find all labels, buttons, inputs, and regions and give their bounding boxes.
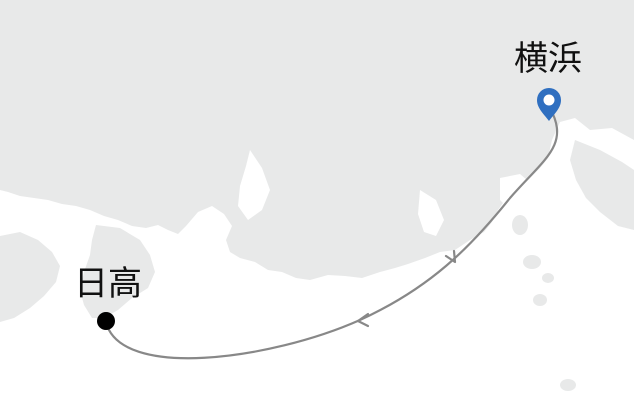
- island-5: [560, 379, 576, 391]
- destination-label: 横浜: [514, 39, 582, 79]
- chevron-arrow-icon: [444, 249, 457, 264]
- bay-suruga: [418, 190, 444, 236]
- land-layer: [0, 0, 634, 391]
- landmass-boso: [570, 140, 634, 230]
- sea-inlets: [0, 150, 534, 246]
- bay-sagami: [500, 174, 534, 212]
- chevron-arrow-icon: [356, 312, 370, 328]
- black-dot-icon[interactable]: [97, 312, 115, 330]
- route-line: [104, 107, 559, 360]
- map-pin-icon[interactable]: [537, 88, 561, 121]
- origin-label: 日高: [74, 264, 142, 304]
- landmass-peninsula: [80, 225, 155, 318]
- island-4: [533, 294, 547, 306]
- bay-west: [0, 210, 80, 246]
- bay-ise: [238, 150, 270, 220]
- landmass-izu: [456, 150, 500, 232]
- island-2: [523, 255, 541, 269]
- landmass-island-west: [0, 232, 60, 322]
- island-3: [542, 273, 554, 283]
- island-1: [512, 215, 528, 235]
